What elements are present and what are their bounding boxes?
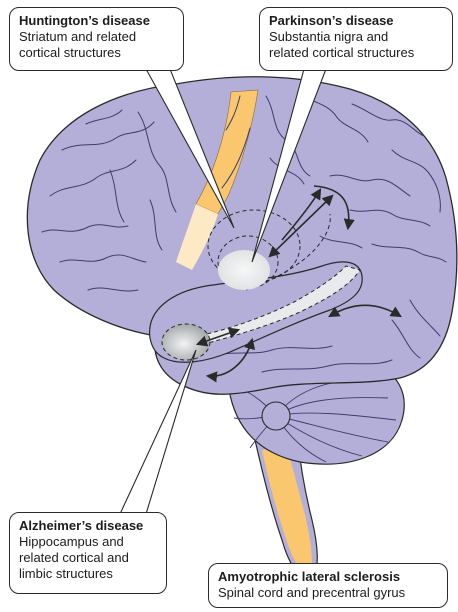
callout-title: Huntington’s disease xyxy=(19,13,175,29)
callout-als: Amyotrophic lateral sclerosis Spinal cor… xyxy=(208,563,448,608)
spinal-cord-highlight xyxy=(262,445,312,580)
callout-subtitle: Hippocampus and related cortical and lim… xyxy=(19,534,158,582)
pointer-alzheimer xyxy=(120,350,196,514)
callout-title: Parkinson’s disease xyxy=(269,13,444,29)
callout-alzheimers: Alzheimer’s disease Hippocampus and rela… xyxy=(9,512,167,594)
substantia-nigra-region xyxy=(218,250,270,290)
callout-huntingtons: Huntington’s disease Striatum and relate… xyxy=(9,7,184,71)
callout-subtitle: Striatum and related cortical structures xyxy=(19,29,175,61)
callout-parkinsons: Parkinson’s disease Substantia nigra and… xyxy=(259,7,453,71)
callout-subtitle: Spinal cord and precentral gyrus xyxy=(218,585,439,601)
callout-title: Amyotrophic lateral sclerosis xyxy=(218,569,439,585)
callout-subtitle: Substantia nigra and related cortical st… xyxy=(269,29,444,61)
pons xyxy=(262,402,290,430)
callout-title: Alzheimer’s disease xyxy=(19,518,158,534)
